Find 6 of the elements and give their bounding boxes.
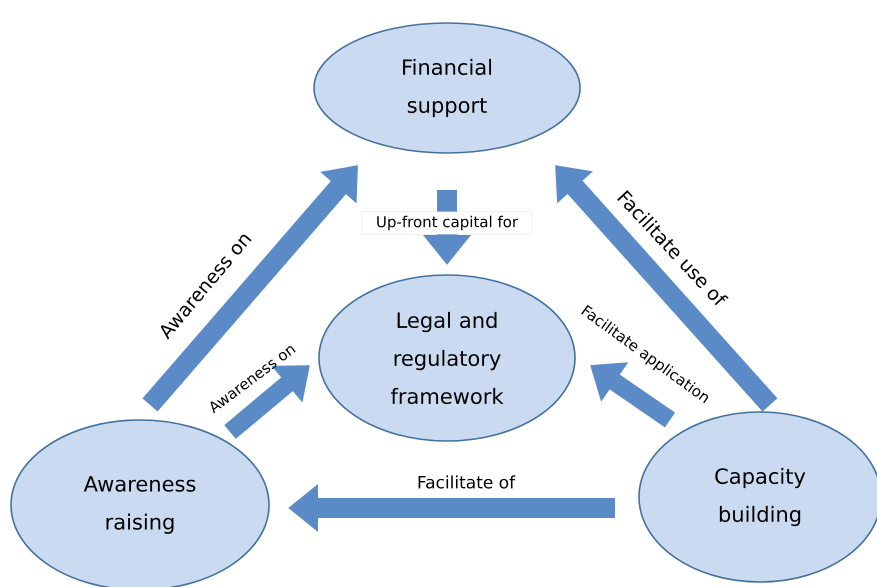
ellipse-node: Legal and regulatory framework (318, 274, 576, 442)
edge-label: Up-front capital for (362, 212, 532, 234)
ellipse-node: Capacity building (638, 411, 877, 583)
ellipse-node: Awareness raising (10, 419, 270, 587)
edge-label: Facilitate of (418, 475, 516, 489)
ellipse-node: Financial support (313, 22, 581, 154)
